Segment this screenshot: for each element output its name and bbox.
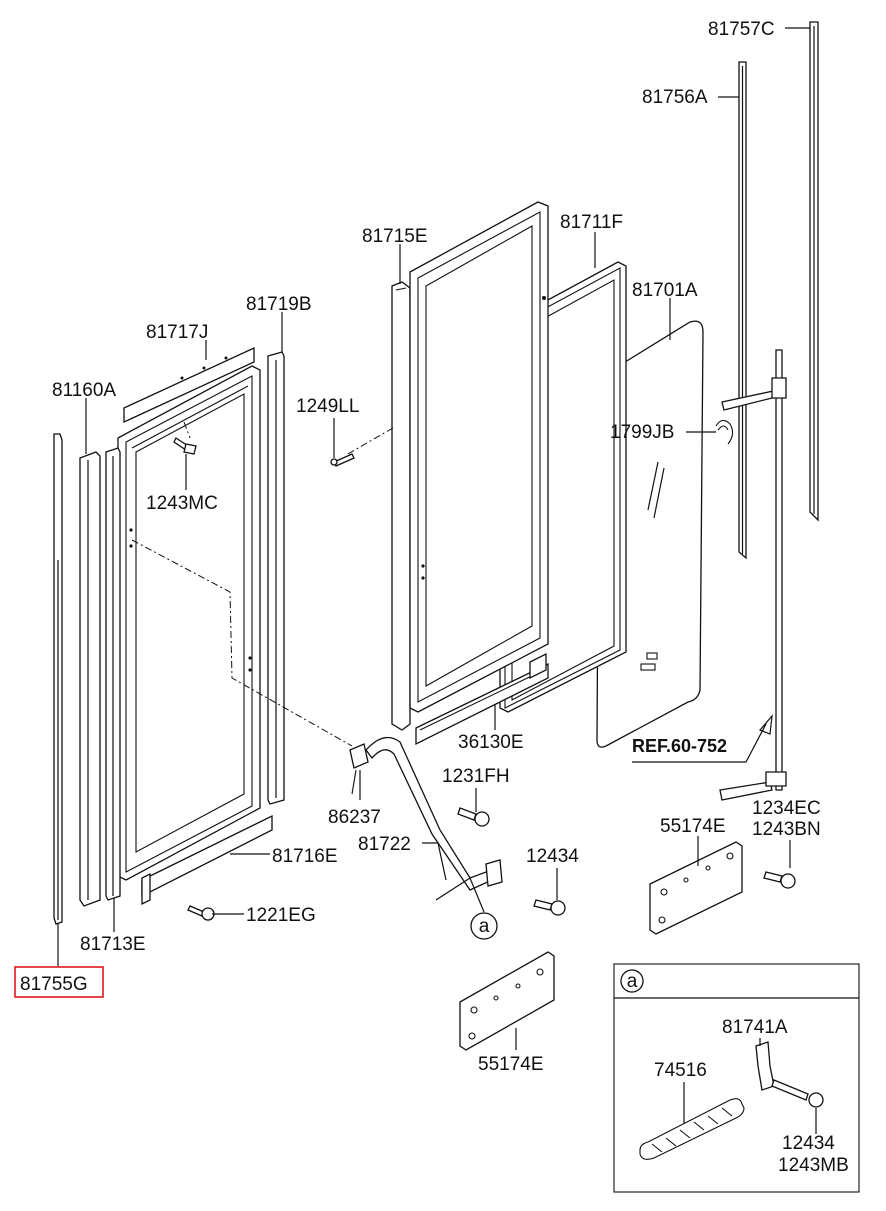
label-1249LL[interactable]: 1249LL — [296, 396, 359, 417]
label-81716E[interactable]: 81716E — [272, 846, 338, 867]
door-frame-left — [117, 365, 261, 881]
callout-a-circle[interactable] — [470, 912, 498, 940]
label-1243MB[interactable]: 1243MB — [778, 1155, 849, 1176]
label-1243MC[interactable]: 1243MC — [146, 493, 218, 514]
label-86237[interactable]: 86237 — [328, 807, 381, 828]
label-81715E[interactable]: 81715E — [362, 226, 428, 247]
screw-1234EC[interactable] — [763, 871, 796, 889]
label-ref-60-752[interactable]: REF.60-752 — [632, 736, 727, 756]
label-81741A[interactable]: 81741A — [722, 1017, 788, 1038]
run-81719B[interactable] — [267, 351, 285, 805]
label-1221EG[interactable]: 1221EG — [246, 905, 316, 926]
label-81717J[interactable]: 81717J — [146, 322, 208, 343]
highlight-box-81755G — [14, 966, 104, 998]
label-1234EC[interactable]: 1234EC — [752, 798, 821, 819]
regulator-rod — [719, 349, 787, 801]
label-81711F[interactable]: 81711F — [560, 212, 623, 233]
label-55174E-bottom[interactable]: 55174E — [478, 1054, 544, 1075]
bracket-81717J[interactable] — [123, 346, 255, 424]
sash-frame — [409, 201, 549, 713]
plate-55174E-bottom[interactable] — [459, 951, 555, 1051]
hinge-86237[interactable] — [349, 743, 369, 795]
label-81757C[interactable]: 81757C — [708, 19, 775, 40]
label-81719B[interactable]: 81719B — [246, 294, 312, 315]
clip-1799JB[interactable] — [715, 419, 734, 445]
screw-1249LL[interactable] — [330, 453, 355, 467]
label-81160A[interactable]: 81160A — [52, 380, 116, 401]
label-1231FH[interactable]: 1231FH — [442, 766, 510, 787]
rod-81722[interactable] — [365, 736, 503, 891]
label-81701A[interactable]: 81701A — [632, 280, 698, 301]
label-81722[interactable]: 81722 — [358, 834, 411, 855]
channel-36130E[interactable] — [415, 652, 549, 746]
weatherstrip-81160A[interactable] — [79, 451, 101, 907]
screw-12434[interactable] — [533, 899, 566, 916]
label-1799JB[interactable]: 1799JB — [610, 422, 674, 443]
seal-81755G[interactable] — [53, 433, 63, 925]
label-55174E-right[interactable]: 55174E — [660, 816, 726, 837]
plate-55174E-right[interactable] — [649, 841, 743, 935]
label-12434[interactable]: 12434 — [526, 846, 579, 867]
screw-1221EG[interactable] — [187, 905, 215, 921]
label-36130E[interactable]: 36130E — [458, 732, 524, 753]
label-81713E[interactable]: 81713E — [80, 934, 146, 955]
label-81756A[interactable]: 81756A — [642, 87, 708, 108]
screw-1231FH[interactable] — [457, 807, 490, 827]
channel-81713E[interactable] — [105, 447, 121, 901]
frame-81715E[interactable] — [391, 281, 411, 731]
rail-81757C[interactable] — [809, 21, 819, 522]
label-81755G[interactable]: 81755G — [20, 974, 88, 995]
callout-a-text: a — [479, 916, 490, 937]
label-74516[interactable]: 74516 — [654, 1060, 707, 1081]
label-12434-detail[interactable]: 12434 — [782, 1133, 835, 1154]
bracket-81716E[interactable] — [141, 814, 273, 906]
detail-box-a — [613, 963, 860, 1193]
label-1243BN[interactable]: 1243BN — [752, 819, 821, 840]
rail-81756A[interactable] — [738, 61, 747, 560]
screw-1243MC[interactable] — [173, 437, 197, 455]
leader-lines — [57, 27, 810, 1050]
detail-a-text: a — [627, 971, 638, 992]
